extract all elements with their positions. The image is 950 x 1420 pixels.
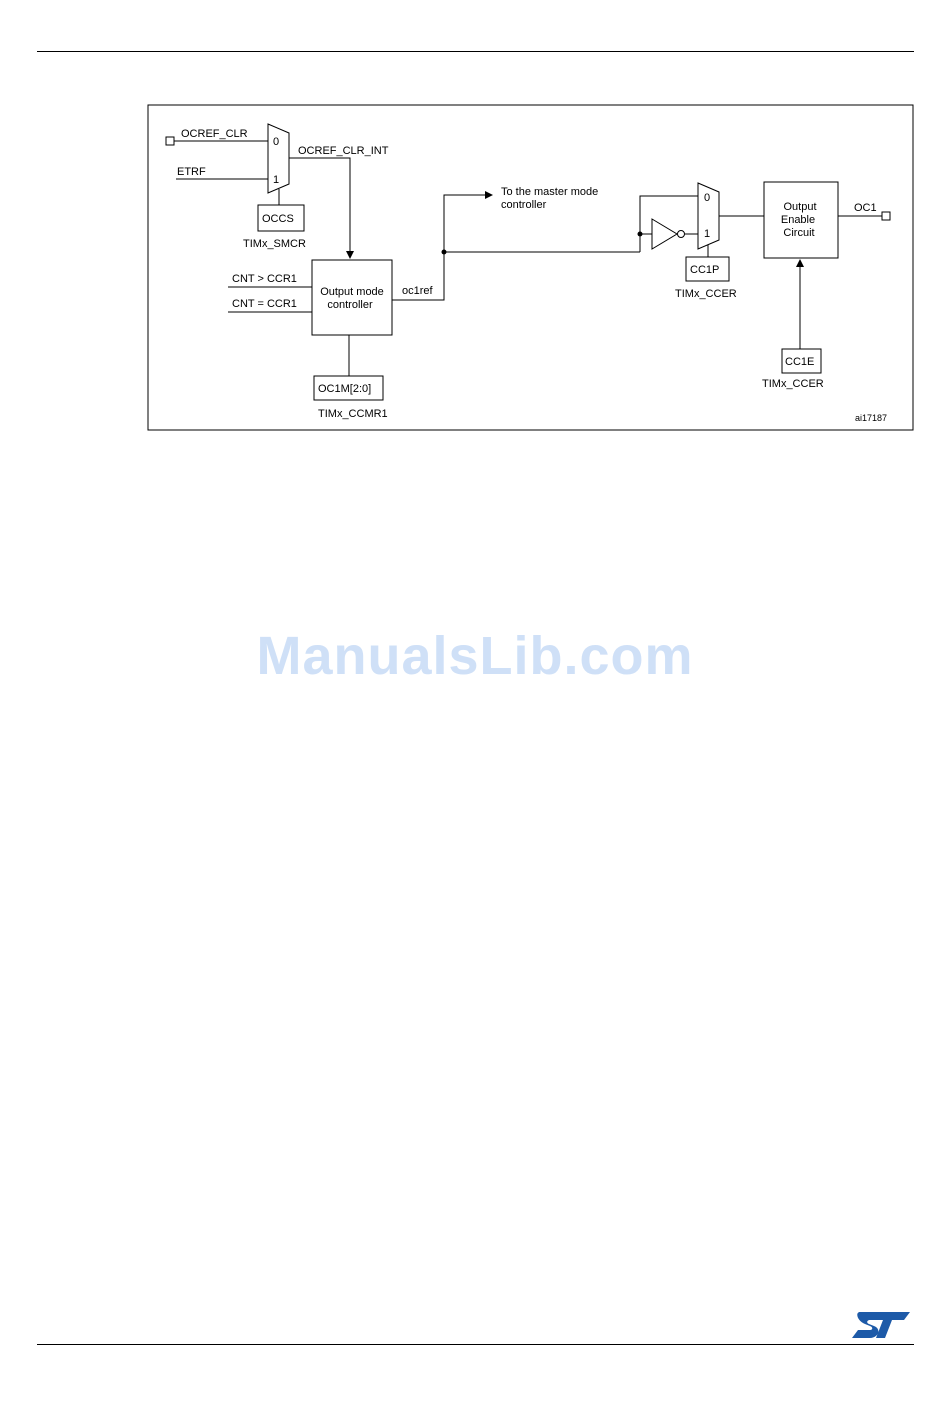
cnt-gt-ccr1-label: CNT > CCR1	[232, 273, 297, 285]
mux1-in0-label: 0	[273, 136, 279, 148]
cnt-eq-ccr1-label: CNT = CCR1	[232, 298, 297, 310]
ocref-clr-int-label: OCREF_CLR_INT	[298, 145, 389, 157]
output-enable-label-line3: Circuit	[783, 227, 814, 239]
oc1-label: OC1	[854, 202, 877, 214]
master-mode-label-line1: To the master mode	[501, 186, 598, 198]
footer-rule	[37, 1344, 914, 1345]
watermark: ManualsLib.com	[0, 625, 950, 687]
ocref-clr-pin	[166, 137, 174, 145]
occs-label: OCCS	[262, 213, 294, 225]
inverter-bubble	[678, 231, 685, 238]
output-mode-label-line2: controller	[327, 299, 373, 311]
st-logo-icon	[852, 1310, 910, 1340]
ocref-clr-label: OCREF_CLR	[181, 128, 248, 140]
figure-id: ai17187	[855, 413, 887, 423]
oc1m-label: OC1M[2:0]	[318, 383, 371, 395]
mux2-in1-label: 1	[704, 228, 710, 240]
etrf-label: ETRF	[177, 166, 206, 178]
ccer-p-label: TIMx_CCER	[675, 288, 737, 300]
output-enable-label-line2: Enable	[781, 214, 815, 226]
cc1e-label: CC1E	[785, 356, 814, 368]
oc1ref-label: oc1ref	[402, 285, 434, 297]
output-mode-label-line1: Output mode	[320, 286, 384, 298]
cc1p-label: CC1P	[690, 264, 719, 276]
inverter-gate	[652, 219, 677, 249]
smcr-label: TIMx_SMCR	[243, 238, 306, 250]
master-mode-label-line2: controller	[501, 199, 547, 211]
output-enable-label-line1: Output	[783, 201, 816, 213]
oc1-pin	[882, 212, 890, 220]
ccmr1-label: TIMx_CCMR1	[318, 408, 388, 420]
mux1-in1-label: 1	[273, 174, 279, 186]
output-stage-diagram: OCREF_CLR ETRF 0 1 OCCS TIMx_SMCR OCREF_…	[0, 0, 950, 440]
mux2-in0-label: 0	[704, 192, 710, 204]
ccer-e-label: TIMx_CCER	[762, 378, 824, 390]
